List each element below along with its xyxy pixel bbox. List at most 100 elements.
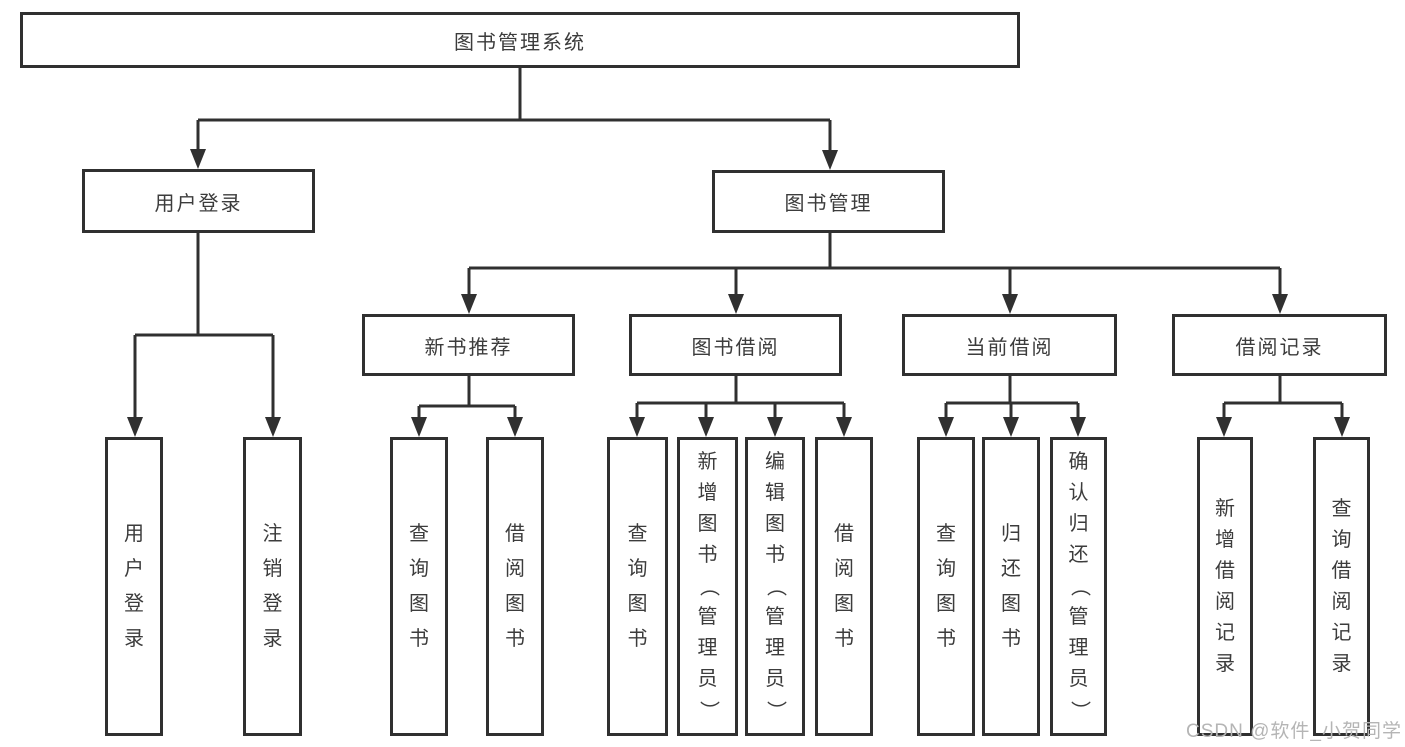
leaf-char: 理 <box>697 637 718 659</box>
leaf-char: 管 <box>1068 606 1089 628</box>
leaf-char: 新 <box>1215 497 1235 520</box>
leaf-char: 书 <box>1001 627 1021 650</box>
leaf-box-2: 注销登录 <box>243 437 302 736</box>
node-label: 当前借阅 <box>965 336 1054 359</box>
node-label: 图书管理系统 <box>454 31 586 54</box>
arrowhead-icon <box>629 417 645 437</box>
leaf-char: 阅 <box>1331 590 1352 613</box>
node-book-borrow: 图书借阅 <box>629 314 842 376</box>
leaf-char: 借 <box>834 522 854 545</box>
leaf-char: 员 <box>697 668 718 690</box>
leaf-char: ） <box>1068 700 1090 721</box>
leaf-char: 管 <box>765 606 785 628</box>
leaf-char: 图 <box>627 592 648 615</box>
leaf-char: 员 <box>1068 668 1089 690</box>
leaf-char: 查 <box>627 522 648 545</box>
leaf-char: 员 <box>765 668 785 690</box>
arrowhead-icon <box>1002 294 1018 314</box>
leaf-char: 询 <box>627 557 648 580</box>
leaf-box-1: 用户登录 <box>105 437 163 736</box>
leaf-box-7: 编辑图书（管理员） <box>745 437 805 736</box>
node-borrow-records: 借阅记录 <box>1172 314 1387 376</box>
arrowhead-icon <box>411 417 427 437</box>
leaf-char: 借 <box>1331 559 1352 582</box>
leaf-char: 户 <box>124 557 144 580</box>
csdn-watermark: CSDN @软件_小贺同学 <box>1186 721 1402 742</box>
leaf-char: 借 <box>1215 559 1235 582</box>
leaf-char: 阅 <box>505 557 525 580</box>
leaf-char: 录 <box>1215 652 1235 675</box>
leaf-char: 确 <box>1068 451 1089 473</box>
leaf-char: 借 <box>505 522 525 545</box>
node-book-management: 图书管理 <box>712 170 945 233</box>
arrowhead-icon <box>1216 417 1232 437</box>
leaf-char: 书 <box>936 627 956 650</box>
arrowhead-icon <box>507 417 523 437</box>
leaf-box-13: 查询借阅记录 <box>1313 437 1370 736</box>
leaf-char: 书 <box>765 544 785 566</box>
leaf-char: 录 <box>124 627 144 650</box>
leaf-char: （ <box>697 576 719 597</box>
leaf-char: 归 <box>1068 513 1089 535</box>
node-label: 图书管理 <box>784 193 873 215</box>
arrowhead-icon <box>1003 417 1019 437</box>
leaf-box-8: 借阅图书 <box>815 437 873 736</box>
leaf-char: 新 <box>697 451 718 473</box>
arrowhead-icon <box>728 294 744 314</box>
leaf-char: 书 <box>505 627 525 650</box>
leaf-char: 登 <box>262 592 283 615</box>
leaf-char: 记 <box>1215 621 1235 644</box>
arrowhead-icon <box>822 150 838 170</box>
node-new-book-recommend: 新书推荐 <box>362 314 575 376</box>
leaf-char: 理 <box>765 637 785 659</box>
leaf-char: 销 <box>262 557 283 580</box>
leaf-char: 询 <box>409 557 429 580</box>
leaf-char: 查 <box>409 522 429 545</box>
leaf-char: 记 <box>1331 621 1352 644</box>
leaf-char: 录 <box>262 627 283 650</box>
leaf-char: 图 <box>409 592 429 615</box>
leaf-box-10: 归还图书 <box>982 437 1040 736</box>
leaf-char: 图 <box>936 592 956 615</box>
leaf-char: 查 <box>936 522 956 545</box>
node-label: 图书借阅 <box>691 336 780 359</box>
leaf-box-6: 新增图书（管理员） <box>677 437 738 736</box>
leaf-char: 书 <box>697 544 718 566</box>
leaf-char: 认 <box>1068 482 1089 504</box>
leaf-char: 书 <box>627 627 648 650</box>
leaf-char: （ <box>1068 576 1090 597</box>
leaf-char: 阅 <box>834 557 854 580</box>
node-root-library-system: 图书管理系统 <box>20 12 1020 68</box>
arrowhead-icon <box>1334 417 1350 437</box>
leaf-char: 录 <box>1331 652 1352 675</box>
arrowhead-icon <box>127 417 143 437</box>
leaf-char: 图 <box>765 513 785 535</box>
node-user-login: 用户登录 <box>82 169 315 233</box>
leaf-box-4: 借阅图书 <box>486 437 544 736</box>
leaf-char: 编 <box>765 451 785 473</box>
arrowhead-icon <box>767 417 783 437</box>
leaf-box-12: 新增借阅记录 <box>1197 437 1253 736</box>
leaf-char: 书 <box>834 627 854 650</box>
arrowhead-icon <box>698 417 714 437</box>
leaf-char: 图 <box>1001 592 1021 615</box>
leaf-box-5: 查询图书 <box>607 437 668 736</box>
leaf-char: ） <box>764 700 787 721</box>
node-label: 借阅记录 <box>1235 336 1324 359</box>
leaf-char: 阅 <box>1215 590 1235 613</box>
leaf-char: 理 <box>1068 637 1089 659</box>
leaf-char: 登 <box>124 592 144 615</box>
arrowhead-icon <box>265 417 281 437</box>
arrowhead-icon <box>938 417 954 437</box>
leaf-char: 管 <box>697 606 718 628</box>
leaf-char: 书 <box>409 627 429 650</box>
leaf-char: ） <box>697 700 719 721</box>
node-label: 新书推荐 <box>424 336 513 359</box>
arrowhead-icon <box>1272 294 1288 314</box>
arrowhead-icon <box>461 294 477 314</box>
leaf-char: 增 <box>697 482 718 504</box>
node-label: 用户登录 <box>154 192 243 215</box>
leaf-char: 辑 <box>765 482 785 504</box>
